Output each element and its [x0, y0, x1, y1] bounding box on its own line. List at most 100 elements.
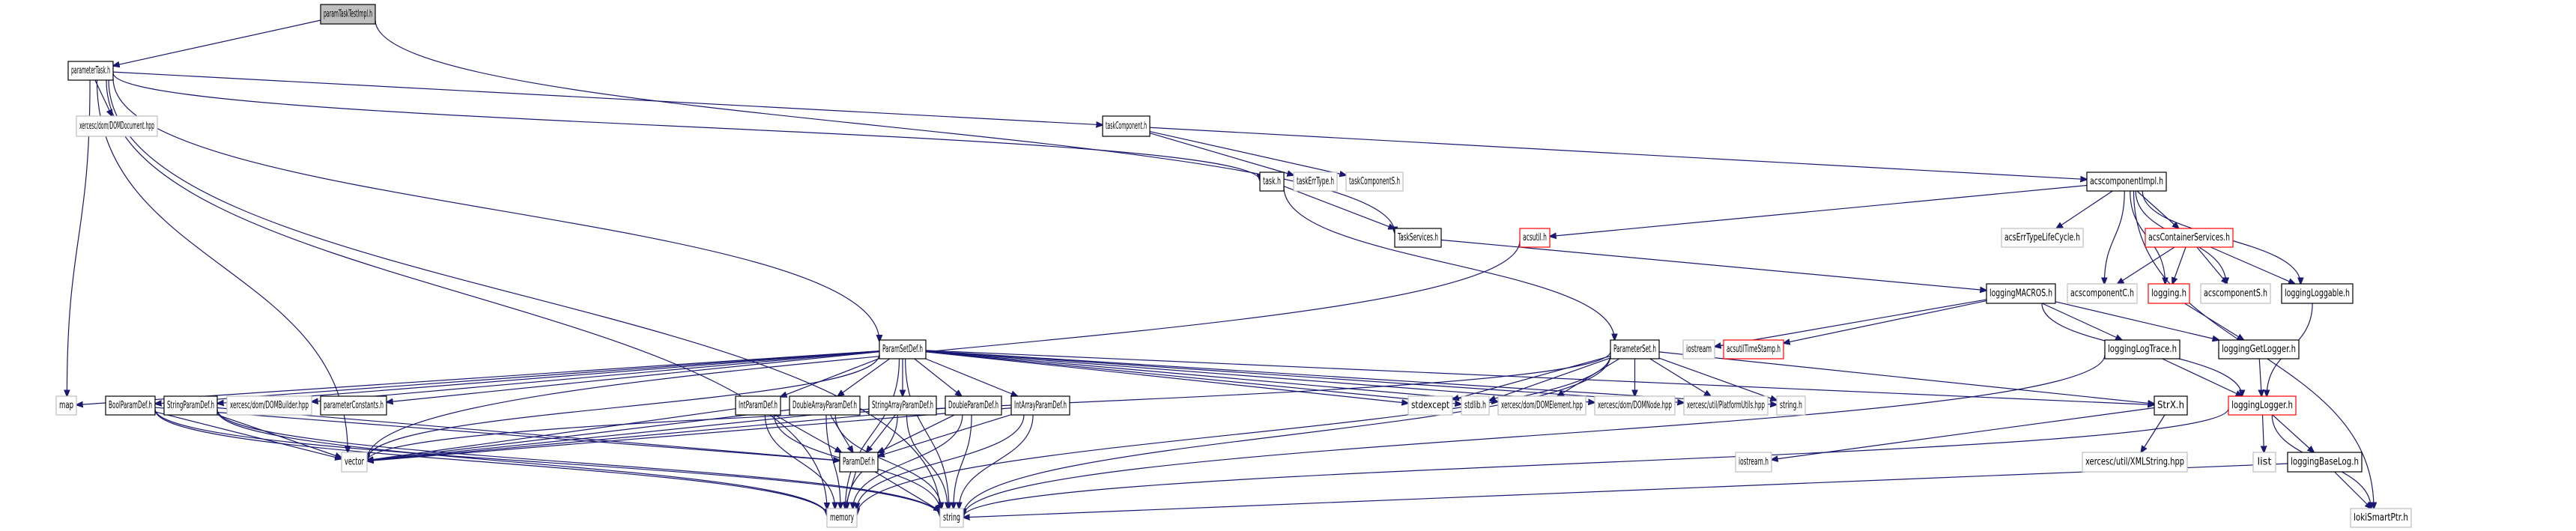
node-box: [1683, 395, 1769, 416]
edge-DoubleParamDef-to-memory: [853, 414, 963, 509]
node-loggingGetLogger[interactable]: loggingGetLogger.h: [2218, 339, 2300, 359]
node-IntArrayParamDef[interactable]: IntArrayParamDef.h: [1010, 395, 1070, 416]
edge-BoolParamDef-to-ParamDef: [154, 407, 840, 461]
node-logging[interactable]: logging.h: [2148, 283, 2190, 304]
node-box: [320, 395, 387, 416]
node-label: stdexcept: [1411, 400, 1449, 411]
node-acscomponentImpl[interactable]: acscomponentImpl.h: [2086, 172, 2167, 192]
node-iostream: iostream: [1682, 339, 1715, 359]
edge-taskComponent-to-taskComponentS: [1149, 130, 1346, 175]
edge-loggingLogTrace-to-string: [963, 354, 2106, 517]
node-label: StringParamDef.h: [167, 400, 214, 411]
node-acsContainerServices[interactable]: acsContainerServices.h: [2145, 228, 2234, 248]
node-ParamSetDef[interactable]: ParamSetDef.h: [879, 339, 927, 359]
node-DoubleParamDef[interactable]: DoubleParamDef.h: [945, 395, 1002, 416]
edge-ParamDef-to-memory: [845, 471, 857, 509]
node-label: ParamDef.h: [843, 457, 875, 468]
node-box: [2228, 395, 2297, 416]
node-box: [341, 452, 368, 473]
edge-IntArrayParamDef-to-vector: [367, 407, 1012, 461]
node-task[interactable]: task.h: [1259, 172, 1285, 192]
node-DoubleArrayParamDef[interactable]: DoubleArrayParamDef.h: [789, 395, 861, 416]
edge-ParamSetDef-to-IntArrayParamDef: [925, 358, 1018, 396]
node-acscomponentS: acscomponentS.h: [2200, 283, 2271, 304]
node-box: [879, 339, 927, 359]
node-TaskServices[interactable]: TaskServices.h: [1394, 228, 1442, 248]
node-label: xercesc/dom/DOMDocument.hpp: [79, 121, 154, 132]
edge-TaskServices-to-loggingMACROS: [1440, 239, 1986, 290]
node-ParamDef[interactable]: ParamDef.h: [839, 452, 879, 473]
node-box: [2148, 283, 2190, 304]
node-label: ParameterSet.h: [1613, 344, 1656, 355]
node-box: [2145, 228, 2234, 248]
edge-loggingLogger-to-list: [2262, 414, 2264, 452]
node-box: [1986, 283, 2056, 304]
node-taskComponent[interactable]: taskComponent.h: [1102, 115, 1151, 137]
node-lokiSmartPtr: lokiSmartPtr.h: [2350, 508, 2412, 528]
node-label: BoolParamDef.h: [109, 400, 152, 411]
node-label: ParamSetDef.h: [882, 344, 923, 355]
node-box: [826, 508, 858, 528]
node-IntParamDef[interactable]: IntParamDef.h: [735, 395, 781, 416]
node-box: [320, 4, 376, 25]
edge-StringArrayParamDef-to-string: [906, 414, 948, 509]
edge-parameterTask-to-ParamSetDef: [112, 78, 879, 342]
edge-loggingLogger-to-loggingBaseLog: [2272, 414, 2314, 452]
edge-taskComponent-to-taskErrType: [1149, 133, 1294, 175]
node-StringParamDef[interactable]: StringParamDef.h: [163, 395, 218, 416]
node-StringArrayParamDef[interactable]: StringArrayParamDef.h: [868, 395, 937, 416]
edge-IntArrayParamDef-to-memory: [857, 414, 1025, 509]
node-paramTaskTestImpl[interactable]: paramTaskTestImpl.h: [320, 4, 376, 25]
node-label: task.h: [1263, 176, 1281, 187]
node-box: [868, 395, 937, 416]
node-StrX[interactable]: StrX.h: [2154, 395, 2188, 416]
node-box: [1461, 395, 1490, 416]
edge-ParamSetDef-to-vector: [367, 354, 880, 460]
node-box: [105, 395, 156, 416]
node-parameterConstants[interactable]: parameterConstants.h: [320, 395, 387, 416]
node-box: [1610, 339, 1660, 359]
node-memory: memory: [826, 508, 858, 528]
node-box: [1735, 452, 1772, 473]
node-box: [1259, 172, 1285, 192]
edge-ParameterSet-to-StrX: [1658, 351, 2154, 404]
edge-acscomponentImpl-to-acscomponentC: [2104, 190, 2125, 284]
edge-BoolParamDef-to-vector: [154, 411, 342, 459]
node-box: [2281, 283, 2354, 304]
edge-parameterTask-to-taskComponent: [112, 71, 1103, 125]
node-PlatformUtils: xercesc/util/PlatformUtils.hpp: [1683, 395, 1769, 416]
node-loggingLoggable[interactable]: loggingLoggable.h: [2281, 283, 2354, 304]
node-BoolParamDef[interactable]: BoolParamDef.h: [105, 395, 156, 416]
node-loggingLogger[interactable]: loggingLogger.h: [2228, 395, 2297, 416]
edge-loggingBaseLog-to-lokiSmartPtr: [2334, 471, 2372, 509]
edge-acsContainerServices-to-logging: [2172, 246, 2186, 284]
node-label: xercesc/dom/DOMBuilder.hpp: [230, 400, 309, 411]
node-label: IntArrayParamDef.h: [1014, 400, 1067, 411]
node-box: [163, 395, 218, 416]
node-acsutilTimeStamp[interactable]: acsutilTimeStamp.h: [1723, 339, 1784, 359]
node-box: [2218, 339, 2300, 359]
edge-task-to-ParameterSet: [1283, 186, 1614, 340]
edge-IntParamDef-to-vector: [367, 408, 736, 461]
node-box: [735, 395, 781, 416]
node-DOMElement: xercesc/dom/DOMElement.hpp: [1497, 395, 1586, 416]
node-ParameterSet[interactable]: ParameterSet.h: [1610, 339, 1660, 359]
node-label: string: [943, 512, 960, 524]
node-box: [1723, 339, 1784, 359]
node-box: [1682, 339, 1715, 359]
edge-StringParamDef-to-memory: [216, 410, 827, 515]
edge-ParamSetDef-to-PlatformUtils: [925, 351, 1684, 403]
node-loggingLogTrace[interactable]: loggingLogTrace.h: [2104, 339, 2180, 359]
node-label: paramTaskTestImpl.h: [324, 9, 372, 20]
edge-StringParamDef-to-ParamDef: [216, 407, 840, 461]
edge-parameterTask-to-task: [112, 73, 1260, 180]
node-loggingBaseLog[interactable]: loggingBaseLog.h: [2287, 452, 2363, 473]
node-parameterTask[interactable]: parameterTask.h: [67, 61, 114, 81]
node-box: [2104, 339, 2180, 359]
node-box: [55, 395, 77, 416]
node-loggingMACROS[interactable]: loggingMACROS.h: [1986, 283, 2056, 304]
node-acsutil[interactable]: acsutil.h: [1519, 228, 1551, 248]
nodes-layer: paramTaskTestImpl.h parameterTask.h xerces…: [55, 4, 2412, 528]
node-label: DoubleParamDef.h: [948, 400, 998, 411]
